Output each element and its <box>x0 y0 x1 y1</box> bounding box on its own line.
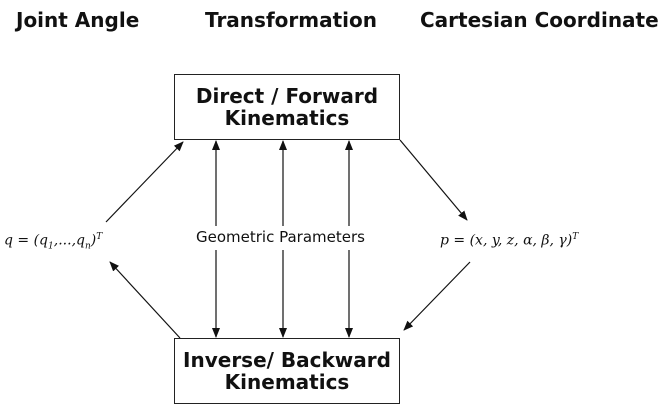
header-cartesian: Cartesian Coordinates <box>420 8 659 32</box>
header-joint-angle: Joint Angle <box>16 8 140 32</box>
arrow-forward-to-p <box>399 139 468 221</box>
forward-kinematics-box: Direct / Forward Kinematics <box>174 74 400 140</box>
arrow-inverse-to-q <box>109 261 181 339</box>
forward-box-line2: Kinematics <box>224 106 350 130</box>
geometric-parameters-label: Geometric Parameters <box>194 228 367 246</box>
inverse-kinematics-box: Inverse/ Backward Kinematics <box>174 338 400 404</box>
joint-angle-formula: q = (q1,...,qn)T <box>4 232 103 252</box>
inverse-box-line2: Kinematics <box>224 370 350 394</box>
inverse-box-line1: Inverse/ Backward <box>183 348 391 372</box>
forward-box-line1: Direct / Forward <box>195 84 379 108</box>
header-transformation: Transformation <box>205 8 377 32</box>
arrow-p-to-inverse <box>403 261 471 331</box>
arrow-q-to-forward <box>105 141 184 223</box>
cartesian-formula: p = (x, y, z, α, β, γ)T <box>440 232 579 249</box>
